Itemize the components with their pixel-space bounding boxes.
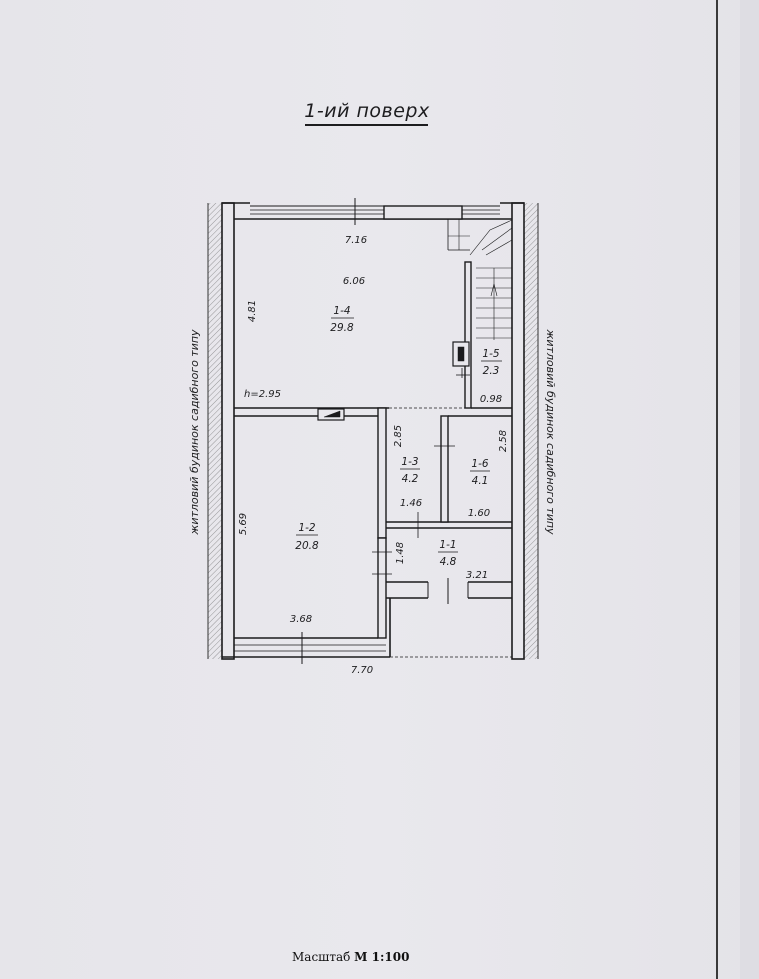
- left-neighbor-label: житловий будинок садибного типу: [188, 329, 201, 536]
- right-neighbor-hatch: [524, 203, 538, 659]
- right-neighbor-label: житловий будинок садибного типу: [544, 328, 557, 535]
- scale-note: Масштаб М 1:100: [292, 950, 409, 964]
- room-1-3-id: 1-3: [401, 456, 418, 468]
- dim-room13-width: 1.46: [400, 498, 422, 509]
- staircase: [447, 219, 513, 340]
- left-neighbor-hatch: [208, 203, 222, 659]
- room-1-4-area: 29.8: [330, 322, 354, 334]
- dim-room12-depth: 5.69: [238, 513, 249, 535]
- dim-room16-width: 1.60: [468, 508, 490, 519]
- dim-room12-width: 3.68: [290, 614, 312, 625]
- sheet-frame-line: [716, 0, 718, 979]
- room-1-6-area: 4.1: [472, 475, 489, 487]
- dim-room16-depth: 2.58: [498, 430, 509, 452]
- room-1-5-area: 2.3: [483, 365, 500, 377]
- dim-room11-depth: 1.48: [395, 542, 406, 564]
- room-1-1-id: 1-1: [439, 539, 456, 551]
- title-underline: [305, 124, 428, 126]
- top-wall-segment: [383, 205, 463, 220]
- scale-label: Масштаб: [292, 950, 351, 964]
- room-1-6-id: 1-6: [471, 458, 488, 470]
- dim-room11-width: 3.21: [466, 570, 488, 581]
- room-1-2-id: 1-2: [298, 522, 315, 534]
- stair-partition: [464, 261, 472, 409]
- room-1-5-id: 1-5: [482, 348, 499, 360]
- dim-room14-width: 6.06: [343, 276, 365, 287]
- scale-value: М 1:100: [354, 950, 410, 964]
- room-1-4-id: 1-4: [333, 305, 350, 317]
- dim-room15-width: 0.98: [480, 394, 502, 405]
- room-1-5: 1-5 2.3: [481, 348, 502, 377]
- dim-ceiling-height: h=2.95: [244, 389, 281, 400]
- room-1-4: 1-4 29.8: [330, 305, 354, 334]
- dim-room14-depth: 4.81: [247, 300, 258, 322]
- outer-wall-left: [221, 202, 235, 660]
- room-1-6: 1-6 4.1: [470, 458, 490, 487]
- dim-top-width: 7.16: [345, 235, 367, 246]
- partition-12-13: [377, 407, 387, 539]
- floor-title: 1-ий поверх: [304, 100, 430, 122]
- dim-room13-depth: 2.85: [393, 425, 404, 447]
- dim-total-width: 7.70: [351, 665, 373, 676]
- partition-12-11: [377, 537, 387, 639]
- partition-13-16: [440, 415, 449, 523]
- outer-wall-right: [511, 202, 525, 660]
- room-1-3-area: 4.2: [402, 473, 419, 485]
- room-1-1: 1-1 4.8: [438, 539, 458, 568]
- room-1-3: 1-3 4.2: [400, 456, 420, 485]
- room-1-2: 1-2 20.8: [295, 522, 319, 552]
- room-1-1-area: 4.8: [440, 556, 457, 568]
- sheet-edge: [740, 0, 759, 979]
- room-1-2-area: 20.8: [295, 540, 319, 552]
